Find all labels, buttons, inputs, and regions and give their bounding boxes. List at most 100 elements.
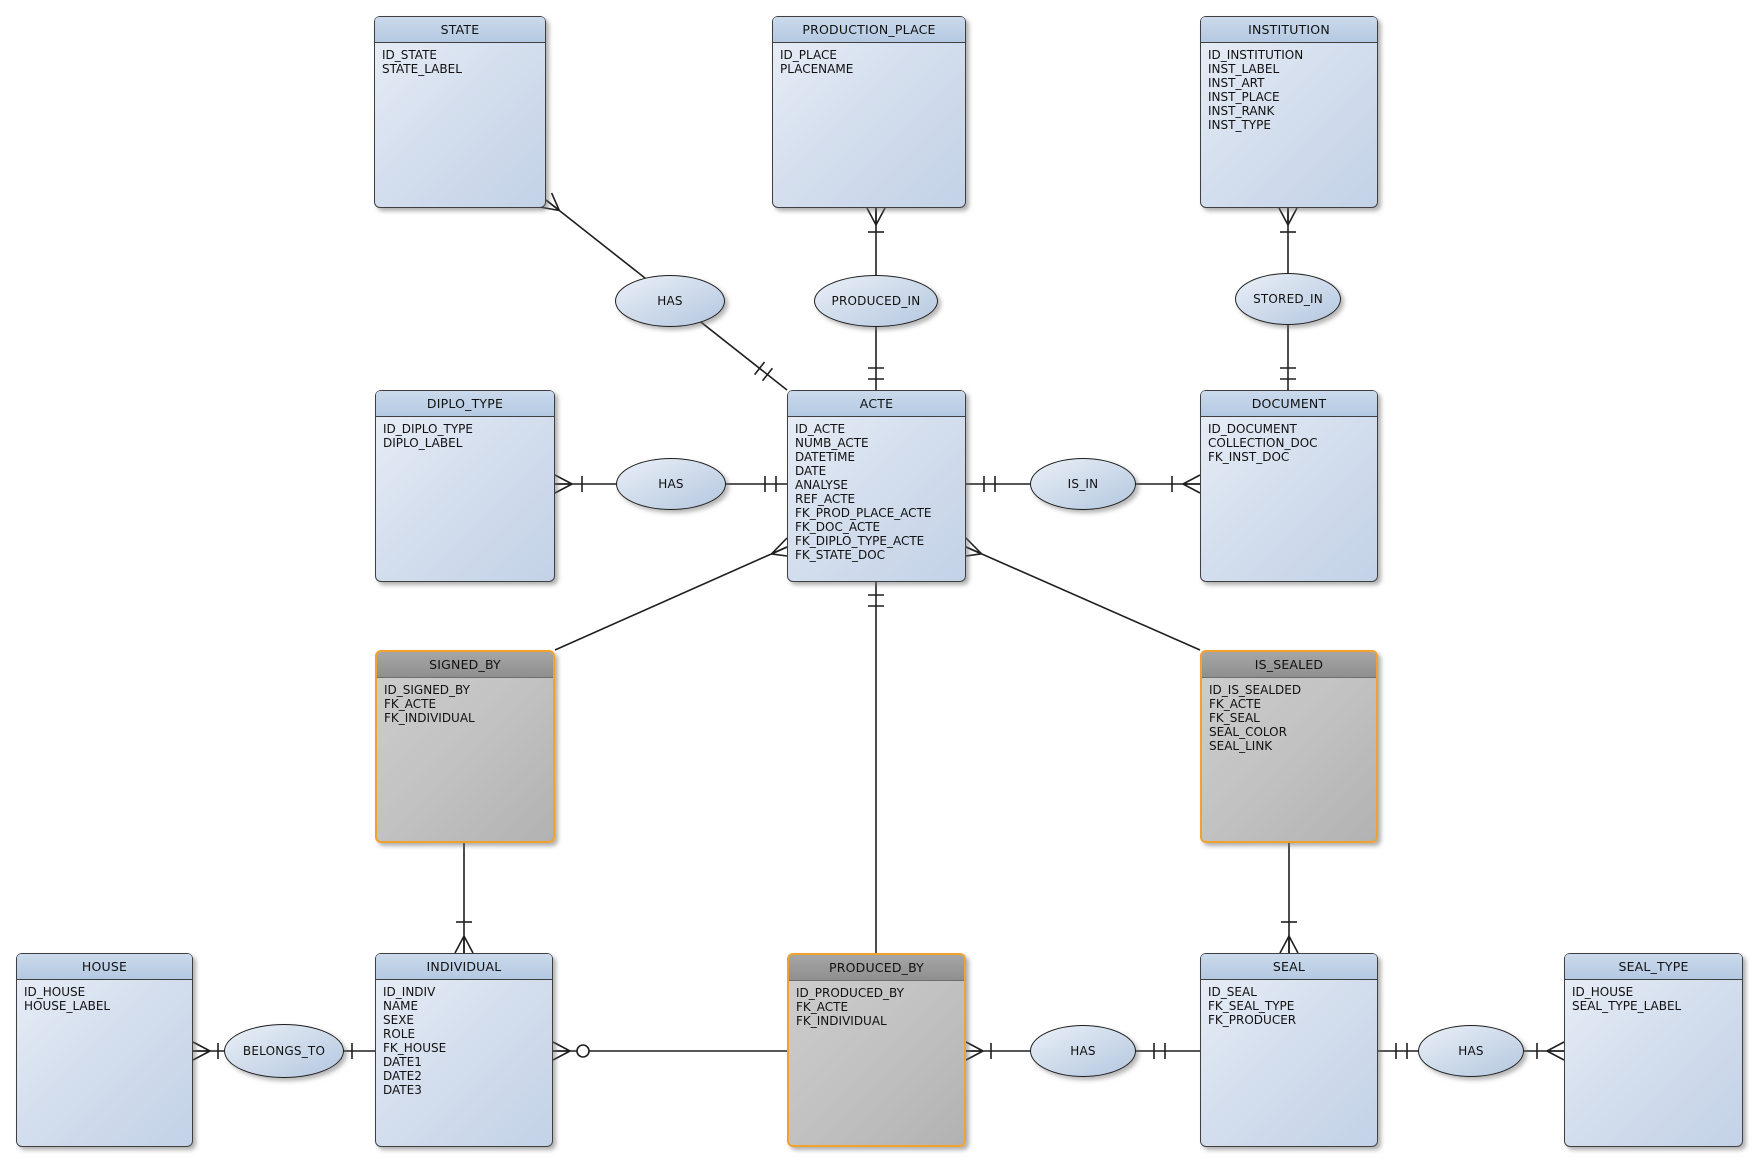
attribute-row: COLLECTION_DOC [1208,436,1318,450]
attribute-row: INST_LABEL [1208,62,1280,76]
attribute-row: FK_SEAL [1209,711,1260,725]
attribute-row: ROLE [383,1027,416,1041]
entity-title: INSTITUTION [1201,17,1377,43]
relationship-belongs-to[interactable]: BELONGS_TO [224,1024,344,1078]
relationship-is-in[interactable]: IS_IN [1030,458,1136,510]
relationship-has-producedby-seal[interactable]: HAS [1030,1025,1136,1077]
attribute-row: FK_INST_DOC [1208,450,1290,464]
attribute-row: SEAL_COLOR [1209,725,1287,739]
entity-title: SEAL [1201,954,1377,980]
attribute-row: NAME [383,999,419,1013]
attribute-row: ID_SIGNED_BY [384,683,470,697]
attribute-row: HOUSE_LABEL [24,999,111,1013]
attribute-row: NUMB_ACTE [795,436,869,450]
attribute-row: FK_HOUSE [383,1041,447,1055]
relationship-has-diplo-acte[interactable]: HAS [616,458,726,510]
attribute-row: SEAL_TYPE_LABEL [1572,999,1682,1013]
relationship-label: HAS [657,294,683,308]
attribute-row: DIPLO_LABEL [383,436,463,450]
attribute-row: PLACENAME [780,62,854,76]
entity-title: ACTE [788,391,965,417]
attribute-row: DATETIME [795,450,856,464]
attribute-row: DATE2 [383,1069,422,1083]
attribute-row: ID_DOCUMENT [1208,422,1297,436]
connector-signedby-individual[interactable] [454,843,474,954]
attribute-row: ID_INDIV [383,985,436,999]
attribute-row: INST_ART [1208,76,1265,90]
connector-issealed-seal[interactable] [1279,843,1299,954]
attribute-row: FK_PROD_PLACE_ACTE [795,506,932,520]
attribute-row: INST_PLACE [1208,90,1280,104]
entity-title: SEAL_TYPE [1565,954,1742,980]
attribute-row: ID_IS_SEALDED [1209,683,1302,697]
attribute-row: REF_ACTE [795,492,856,506]
attribute-row: SEAL_LINK [1209,739,1273,753]
connector-acte-producedby[interactable] [868,582,884,953]
attribute-row: ANALYSE [795,478,849,492]
attribute-row: ID_SEAL [1208,985,1257,999]
attribute-row: ID_ACTE [795,422,846,436]
attribute-row: FK_ACTE [1209,697,1262,711]
entity-title: IS_SEALED [1202,652,1376,678]
attribute-row: DATE3 [383,1083,422,1097]
attribute-row: INST_TYPE [1208,118,1271,132]
entity-title: PRODUCED_BY [789,955,964,981]
connector-acte-signedby[interactable] [554,537,788,651]
entity-title: STATE [375,17,545,43]
attribute-row: FK_INDIVIDUAL [384,711,475,725]
attribute-row: ID_PLACE [780,48,837,62]
relationship-label: HAS [658,477,684,491]
relationship-label: STORED_IN [1253,292,1323,306]
connector-acte-issealed[interactable] [965,537,1201,651]
relationship-label: BELONGS_TO [242,1044,326,1058]
relationship-label: HAS [1070,1044,1096,1058]
relationship-stored-in[interactable]: STORED_IN [1235,273,1341,325]
attribute-row: SEXE [383,1013,415,1027]
attribute-row: ID_DIPLO_TYPE [383,422,473,436]
attribute-row: FK_SEAL_TYPE [1208,999,1295,1013]
relationship-produced-in[interactable]: PRODUCED_IN [814,275,938,327]
relationship-label: IS_IN [1067,477,1099,491]
entity-title: DOCUMENT [1201,391,1377,417]
entity-title: SIGNED_BY [377,652,553,678]
relationship-has-seal-sealtype[interactable]: HAS [1418,1025,1524,1077]
attribute-row: FK_INDIVIDUAL [796,1014,887,1028]
relationship-label: PRODUCED_IN [831,294,921,308]
attribute-row: ID_INSTITUTION [1208,48,1304,62]
relationship-label: HAS [1458,1044,1484,1058]
entity-title: HOUSE [17,954,192,980]
attribute-row: ID_HOUSE [1572,985,1634,999]
entity-title: PRODUCTION_PLACE [773,17,965,43]
entity-title: DIPLO_TYPE [376,391,554,417]
attribute-row: FK_PRODUCER [1208,1013,1297,1027]
connector-individual-producedby[interactable] [552,1041,787,1061]
attribute-row: ID_HOUSE [24,985,86,999]
attribute-row: FK_DIPLO_TYPE_ACTE [795,534,925,548]
relationship-has-state-acte[interactable]: HAS [615,275,725,327]
attribute-row: FK_DOC_ACTE [795,520,881,534]
attribute-row: STATE_LABEL [382,62,462,76]
